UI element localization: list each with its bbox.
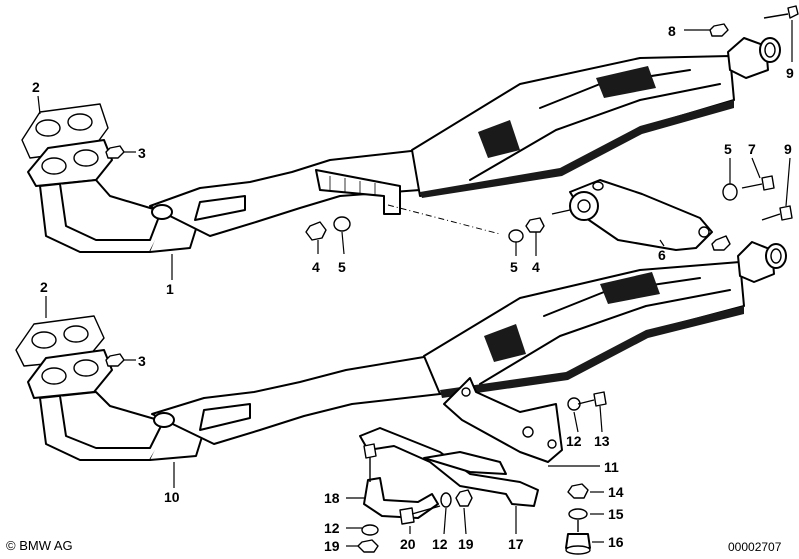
centerline-bracket <box>387 204 501 235</box>
bolt-9-mount <box>761 205 793 221</box>
callout-3-upper: 3 <box>138 145 146 161</box>
nut-19-left <box>357 539 379 553</box>
washer-5-left <box>333 216 351 232</box>
downpipes-lower <box>39 391 207 461</box>
callout-11: 11 <box>604 459 619 475</box>
washer-12-right <box>440 492 452 508</box>
callout-4-right: 4 <box>532 259 540 275</box>
lower-exhaust-assembly: 2 3 10 12 13 11 14 15 16 18 12 19 20 12 … <box>15 235 787 555</box>
catalytic-converter-upper <box>411 55 735 198</box>
bolt-13 <box>577 391 607 407</box>
nut-19-right <box>455 489 473 507</box>
callout-3-lower: 3 <box>138 353 146 369</box>
nut-3-upper <box>105 145 125 159</box>
callout-5-mount: 5 <box>724 141 732 157</box>
outlet-flange-lower <box>711 235 787 283</box>
callout-2-upper: 2 <box>32 79 40 95</box>
callout-12-top: 12 <box>566 433 582 449</box>
callout-20: 20 <box>400 536 416 552</box>
callout-12-left: 12 <box>324 520 340 536</box>
front-pipe-upper <box>149 149 421 237</box>
callout-10: 10 <box>164 489 180 505</box>
callout-19-left: 19 <box>324 538 340 554</box>
nut-8 <box>709 23 729 37</box>
upper-exhaust-assembly: 2 3 1 4 5 5 4 8 9 5 7 9 6 <box>21 5 799 297</box>
callout-12-right: 12 <box>432 536 448 552</box>
washer-12-left <box>361 524 379 536</box>
callout-15: 15 <box>608 506 624 522</box>
washer-5-right <box>508 229 524 243</box>
bolt-9-upper <box>763 5 799 19</box>
callout-17: 17 <box>508 536 524 552</box>
rubber-mount-16 <box>565 520 591 555</box>
callout-7: 7 <box>748 141 756 157</box>
washer-15 <box>568 508 588 520</box>
nut-4-left <box>305 221 327 241</box>
callout-9-mount: 9 <box>784 141 792 157</box>
callout-14: 14 <box>608 484 624 500</box>
callout-5-right: 5 <box>510 259 518 275</box>
callout-4-left: 4 <box>312 259 320 275</box>
callout-8: 8 <box>668 23 676 39</box>
bolt-7 <box>741 175 775 191</box>
callout-6: 6 <box>658 247 666 263</box>
callout-2-lower: 2 <box>40 279 48 295</box>
strap-17 <box>359 427 539 507</box>
copyright-brand: © BMW AG <box>6 538 73 553</box>
manifold-flange-lower <box>27 349 113 399</box>
manifold-flange-upper <box>27 139 113 187</box>
front-pipe-lower <box>151 355 441 445</box>
catalytic-converter-lower <box>423 261 745 398</box>
callout-9-upper: 9 <box>786 65 794 81</box>
callout-13: 13 <box>594 433 610 449</box>
callout-16: 16 <box>608 534 624 550</box>
washer-5-mount <box>722 183 738 201</box>
nut-14 <box>567 483 589 499</box>
nut-4-right <box>525 217 545 233</box>
callout-5-left: 5 <box>338 259 346 275</box>
callout-19-right: 19 <box>458 536 474 552</box>
bolt-20 <box>399 505 441 525</box>
rubber-mount-6 <box>551 179 713 251</box>
clamp-18 <box>363 443 439 519</box>
downpipes-upper <box>39 179 201 253</box>
nut-3-lower <box>105 353 125 367</box>
callout-18: 18 <box>324 490 340 506</box>
outlet-flange-upper <box>727 37 781 79</box>
pipe-bracket-upper <box>315 169 401 215</box>
document-number: 00002707 <box>728 540 782 554</box>
callout-1: 1 <box>166 281 174 297</box>
bracket-11 <box>443 377 563 463</box>
